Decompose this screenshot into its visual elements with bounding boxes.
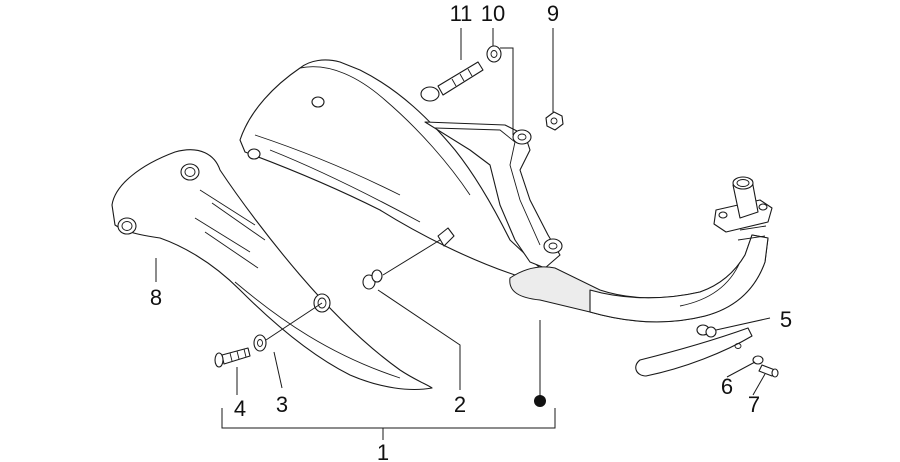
muffler-bracket — [424, 121, 563, 269]
washer-6 — [752, 355, 764, 365]
washer-5 — [696, 324, 717, 338]
callout-5: 5 — [780, 307, 792, 332]
leader-lines — [155, 28, 771, 440]
callout-9: 9 — [547, 1, 559, 26]
spacer-2 — [362, 227, 455, 290]
callout-labels: 11 10 9 8 5 6 7 2 3 4 1 — [150, 1, 792, 462]
nut-9 — [545, 111, 564, 131]
callout-11: 11 — [450, 1, 473, 26]
callout-7: 7 — [748, 392, 760, 417]
callout-1: 1 — [377, 440, 389, 462]
callout-2: 2 — [454, 392, 466, 417]
washer-3 — [253, 334, 267, 352]
pipe-clamp — [635, 327, 753, 377]
muffler-body — [239, 59, 541, 276]
heat-shield — [111, 149, 433, 390]
callout-8: 8 — [150, 285, 162, 310]
callout-6: 6 — [721, 374, 733, 399]
callout-10: 10 — [481, 1, 505, 26]
screw-4 — [214, 347, 251, 368]
callout-4: 4 — [234, 396, 246, 421]
bolt-11 — [420, 61, 484, 102]
screw-7 — [758, 364, 779, 378]
bullet-dot — [534, 395, 546, 407]
callout-3: 3 — [276, 392, 288, 417]
exhaust-pipe — [509, 176, 773, 323]
washer-10 — [486, 45, 502, 63]
